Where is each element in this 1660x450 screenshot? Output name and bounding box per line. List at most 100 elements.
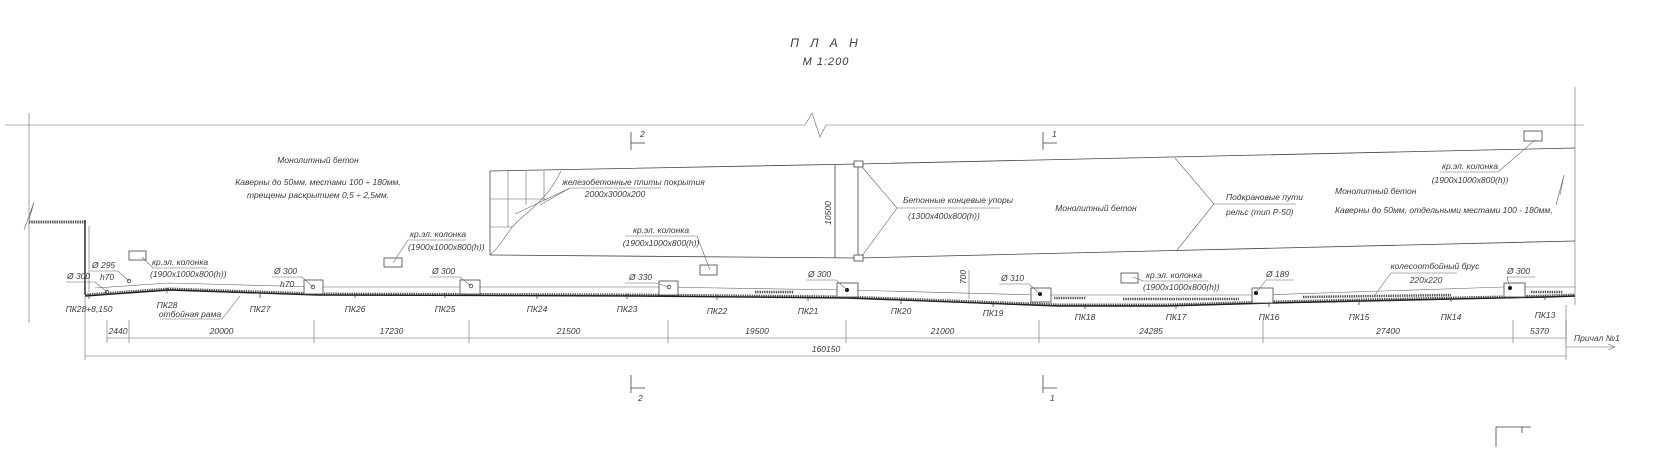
bollard-block [303,279,324,295]
dimension-value: 21500 [556,326,581,336]
column-size: (1900x1000x800(h)) [408,242,485,252]
column-callout-2: кр.эл. колонка (1900x1000x800(h)) [383,229,485,268]
plan-title: П Л А Н [790,36,862,50]
dimension-value: 24285 [1138,326,1163,336]
column-box [1523,130,1543,142]
section-label: 2 [637,393,643,403]
column-callout-3: кр.эл. колонка (1900x1000x800(h)) [623,225,718,276]
picket-label: ПК27 [250,304,271,314]
bollard-height: h70 [280,279,294,289]
end-stops-size: (1300x400x800(h)) [908,211,980,221]
column-label: кр.эл. колонка [410,229,466,239]
column-box [699,264,718,276]
plates-grid [489,170,562,256]
bollard-icon [104,289,110,295]
picket-label: ПК15 [1349,312,1370,322]
plates-label: железобетонные плиты покрытия [561,177,705,187]
crane-tracks-rail: рельс (тип Р-50) [1225,207,1294,217]
dimension-value: 2440 [108,326,128,336]
section-label: 1 [1050,393,1055,403]
wheel-guard-label: колесоотбойный брус [1391,261,1480,271]
bollard-diameter: Ø 300 [273,266,297,276]
center-concrete-title: Монолитный бетон [1055,203,1137,213]
total-dimension: 160150 [812,344,841,354]
right-concrete-title: Монолитный бетон [1335,186,1417,196]
wheel-guard-size: 220x220 [1409,275,1443,285]
left-concrete-note-2: трещены раскрытием 0,5 ÷ 2,5мм. [247,190,389,200]
bollard-block [459,279,481,295]
bollard-callout-9: Ø 300 [1506,266,1535,289]
picket-label: ПК18 [1075,312,1096,322]
bollard-diameter: Ø 300 [1506,266,1530,276]
corner-mark [1495,426,1531,447]
picket-label: ПК17 [1166,312,1187,322]
bollard-diameter: Ø 189 [1265,269,1289,279]
column-label: кр.эл. колонка [633,225,689,235]
column-box [128,250,147,261]
berth-label: Причал №1 [1574,333,1620,343]
plan-scale: М 1:200 [803,56,850,68]
frame-label: отбойная рама [159,309,222,319]
picket-label: ПК21 [798,306,819,316]
bollard-callout-1: Ø 300 [66,271,108,293]
section-mark-2-bottom: 2 [630,375,645,403]
left-concrete-note-1: Каверны до 50мм, местами 100 ÷ 180мм, [235,177,400,187]
wheel-guard-callout: колесоотбойный брус 220x220 [1374,261,1480,296]
right-concrete-note: Каверны до 50мм, отдельными местами 100 … [1335,205,1553,215]
plates-size: 2000x3000x200 [584,189,646,199]
column-size: (1900x1000x800(h)) [150,269,227,279]
picket-label: ПК23 [617,304,638,314]
picket-label: ПК28 [157,300,178,310]
column-size: (1900x1000x800(h)) [1432,175,1509,185]
end-stop-bottom [853,254,864,262]
picket-label: ПК25 [435,304,456,314]
bollard-callout-8: Ø 189 [1255,269,1294,294]
dimension-value: 5370 [1530,326,1549,336]
column-label: кр.эл. колонка [1146,270,1202,280]
bollard-callout-6: Ø 300 [806,269,848,291]
bollard-diameter: Ø 300 [431,266,455,276]
section-mark-1-top: 1 [1042,129,1057,150]
bollard-diameter: Ø 300 [807,269,831,279]
bollard-icon [666,284,672,290]
wheel-guard-segments [755,290,1563,301]
top-boundary-line [5,87,1584,323]
picket-label: ПК24 [527,304,548,314]
column-callout-1: кр.эл. колонка (1900x1000x800(h)) [128,250,227,279]
bollard-block [1503,282,1526,298]
picket-label: ПК20 [891,306,912,316]
plates-callout: железобетонные плиты покрытия 2000x3000x… [514,177,705,215]
bollard-block [1251,287,1274,304]
end-stops-label: Бетонные концевые упоры [903,195,1014,205]
bollard-diameter: Ø 310 [1000,273,1024,283]
picket-label: ПК16 [1259,312,1280,322]
column-callout-5: кр.эл. колонка (1900x1000x800(h)) [1432,130,1543,185]
dimension-value: 27400 [1375,326,1400,336]
end-stop-top [853,160,864,168]
column-label: кр.эл. колонка [1442,161,1498,171]
left-concrete-title: Монолитный бетон [277,155,359,165]
frame-callout: отбойная рама [159,295,241,320]
left-quay-wall [29,220,90,295]
offset-value: 700 [958,270,968,284]
picket-label: ПК13 [1535,310,1556,320]
bollard-callout-7: Ø 310 [999,273,1041,295]
picket-label: ПК22 [707,306,728,316]
dimension-value: 20000 [209,326,234,336]
picket-label: ПК26 [345,304,366,314]
dimension-value: 17230 [380,326,404,336]
bollard-diameter: Ø 295 [91,260,115,270]
crane-tracks-callout: Подкрановые пути рельс (тип Р-50) [1174,157,1303,251]
bollard-callout-4: Ø 300 [430,266,472,287]
bollard-block [658,280,679,296]
bollard-diameter: Ø 300 [66,271,90,281]
offset-dimension: 700 [958,270,970,299]
section-mark-2-top: 2 [630,129,645,150]
picket-label: ПК14 [1441,312,1462,322]
section-mark-1-bottom: 1 [1042,375,1057,403]
column-callout-4: кр.эл. колонка (1900x1000x800(h)) [1120,270,1220,292]
bollard-callout-5: Ø 330 [625,272,670,288]
